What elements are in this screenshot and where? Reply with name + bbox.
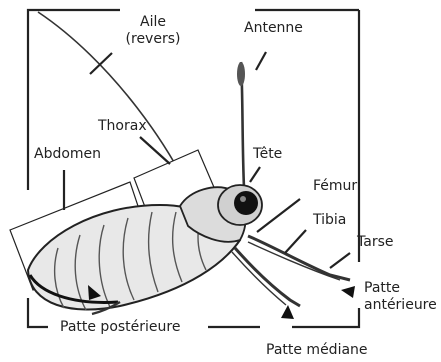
tibia-pointer <box>285 230 306 253</box>
tarsus-pointer <box>330 253 350 268</box>
femur-pointer <box>257 199 300 232</box>
frame-bottom-left <box>28 298 48 327</box>
label-front-leg: Patte antérieure <box>364 280 437 314</box>
label-wing: Aile (revers) <box>118 14 188 48</box>
label-abdomen: Abdomen <box>34 146 101 163</box>
label-head: Tête <box>253 146 282 163</box>
label-femur: Fémur <box>313 178 357 195</box>
front-leg-shape <box>248 236 350 280</box>
middle-leg-arrow <box>281 305 294 319</box>
label-antenna: Antenne <box>244 20 303 37</box>
label-thorax: Thorax <box>98 118 147 135</box>
thorax-pointer <box>140 137 170 164</box>
front-leg-arrow <box>341 286 355 298</box>
head-pointer <box>250 167 260 182</box>
frame-top-left <box>28 10 120 190</box>
wing-pointer <box>90 53 112 74</box>
antenna-shape <box>237 62 245 188</box>
label-middle-leg: Patte médiane <box>266 342 368 359</box>
antenna-pointer <box>256 52 266 70</box>
frame-bottom-right <box>292 308 359 327</box>
label-hind-leg: Patte postérieure <box>60 319 180 336</box>
label-tarsus: Tarse <box>357 234 393 251</box>
head-shape <box>218 185 262 225</box>
label-tibia: Tibia <box>313 212 346 229</box>
